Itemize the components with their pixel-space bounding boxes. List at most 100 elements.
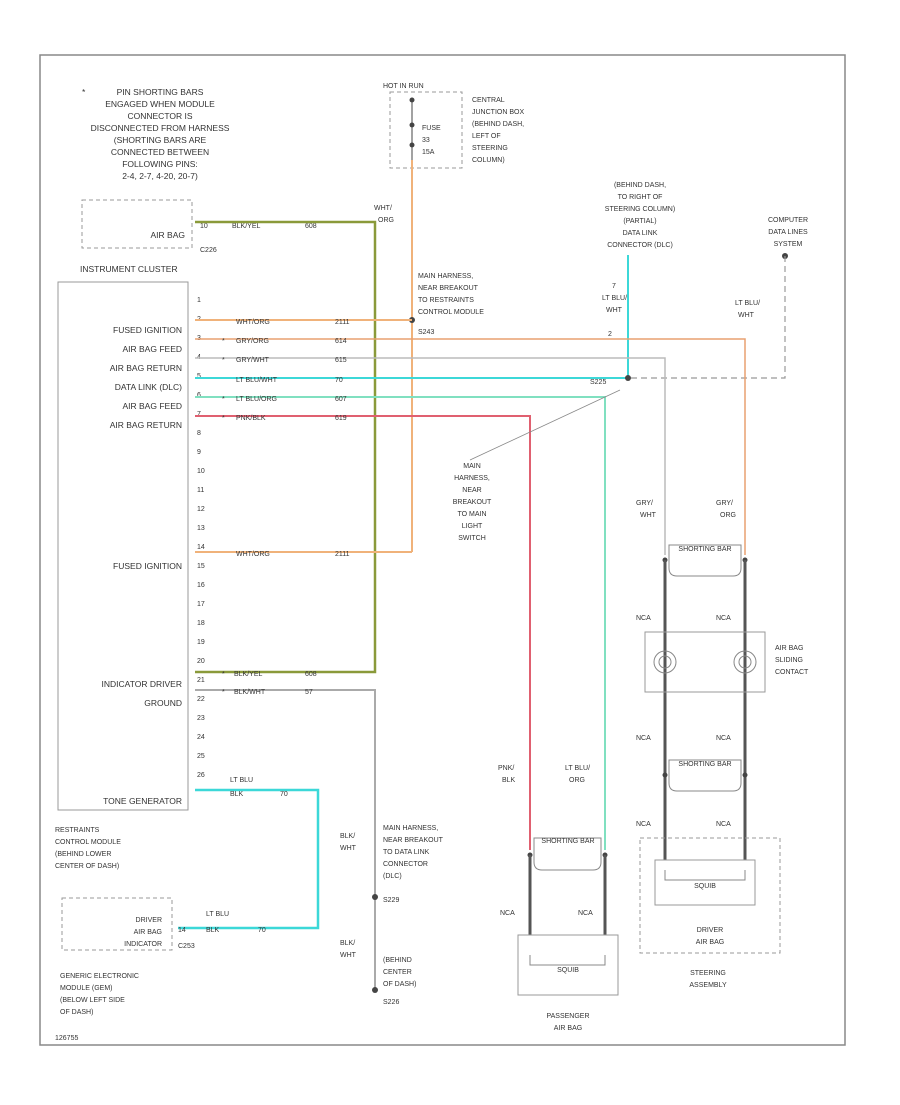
junction-box-label: COLUMN) <box>472 157 505 164</box>
passenger-air-bag <box>517 934 619 996</box>
pin-function-label: AIR BAG RETURN <box>110 363 182 373</box>
air-bag-sliding-contact <box>644 631 766 693</box>
wire-pin26 <box>178 788 320 930</box>
note-line: FOLLOWING PINS: <box>122 159 198 169</box>
wire-pin21 <box>195 689 376 990</box>
wire-mark: * <box>222 671 225 678</box>
circuit-label: 57 <box>305 689 313 696</box>
harness-label: CONNECTOR <box>383 861 428 868</box>
pin-number: 14 <box>197 544 205 551</box>
pin-function-label: FUSED IGNITION <box>113 561 182 571</box>
air-bag-label: AIR BAG <box>151 230 185 240</box>
note-line: ENGAGED WHEN MODULE <box>105 99 215 109</box>
circuit-label: 2111 <box>335 319 350 326</box>
component-label: SLIDING <box>775 657 803 664</box>
wire-label: NCA <box>716 735 731 742</box>
wire-olive-loop <box>195 220 377 674</box>
pin-function-label: TONE GENERATOR <box>103 796 182 806</box>
wire-color-label: BLK/WHT <box>234 689 266 696</box>
pin-number: 24 <box>197 734 205 741</box>
harness-label: BREAKOUT <box>453 499 492 506</box>
dlc-label: DATA LINK <box>623 230 658 237</box>
wire-label: NCA <box>636 821 651 828</box>
wire-label: LT BLU/ <box>735 300 760 307</box>
steering-shorting-bar-top <box>668 544 742 577</box>
driver-squib <box>664 870 746 881</box>
harness-label: LIGHT <box>462 523 483 530</box>
pin-number: 23 <box>197 715 205 722</box>
wire-label: WHT <box>606 307 623 314</box>
clockspring-contact <box>733 650 757 674</box>
wire-label: ORG <box>378 217 394 224</box>
gem-location-label: MODULE (GEM) <box>60 985 113 992</box>
module-location-label: CENTER OF DASH) <box>55 863 119 870</box>
wire-pin4 <box>195 357 666 555</box>
harness-label: CONTROL MODULE <box>418 309 484 316</box>
gem-label: AIR BAG <box>134 929 162 936</box>
note-marker: * <box>82 87 86 97</box>
pin-function-label: INDICATOR DRIVER <box>102 679 182 689</box>
wire-label: WHT <box>340 952 357 959</box>
leader-line <box>469 389 621 461</box>
pin-label: 2 <box>608 331 612 338</box>
diagram-id: 126755 <box>55 1035 78 1042</box>
harness-label: NEAR BREAKOUT <box>418 285 479 292</box>
harness-label: TO RESTRAINTS <box>418 297 474 304</box>
component-label: AIR BAG <box>775 645 803 652</box>
wire-pin2 <box>195 338 746 555</box>
terminal <box>742 772 748 778</box>
wire-color-label: WHT/ORG <box>236 319 270 326</box>
pin-number: 21 <box>197 677 205 684</box>
wire-label: NCA <box>500 910 515 917</box>
pin-number: 17 <box>197 601 205 608</box>
harness-label: (DLC) <box>383 873 402 880</box>
pin-label: 7 <box>612 283 616 290</box>
wire-color-label: BLK <box>206 927 220 934</box>
circuit-label: 70 <box>335 377 343 384</box>
gem-label: INDICATOR <box>124 941 162 948</box>
module-location-label: RESTRAINTS <box>55 827 100 834</box>
dlc-label: CONNECTOR (DLC) <box>607 242 673 249</box>
wire-pin6 <box>195 396 606 850</box>
gem-location-label: GENERIC ELECTRONIC <box>60 973 139 980</box>
circuit-label: 608 <box>305 671 317 678</box>
pin-number: 10 <box>197 468 205 475</box>
pin-shorting-note: * PIN SHORTING BARS ENGAGED WHEN MODULE … <box>82 87 230 181</box>
wire-label: BLK <box>502 777 516 784</box>
note-line: CONNECTOR IS <box>127 111 192 121</box>
junction-box-label: STEERING <box>472 145 508 152</box>
circuit-label: 614 <box>335 338 347 345</box>
computer-lines-label: DATA LINES <box>768 229 808 236</box>
pin-number: 20 <box>197 658 205 665</box>
wire-color-label: WHT/ORG <box>236 551 270 558</box>
pin-number: 19 <box>197 639 205 646</box>
splice-s225 <box>625 375 631 381</box>
pin-number: 1 <box>197 297 201 304</box>
component-label: STEERING <box>690 970 726 977</box>
module-pins: 1234567891011121314151617181920212223242… <box>197 297 205 779</box>
ground-g203 <box>372 987 378 993</box>
dlc-label: STEERING COLUMN) <box>605 206 675 213</box>
clockspring-contact-inner <box>738 655 752 669</box>
pin-function-label: DATA LINK (DLC) <box>115 382 182 392</box>
connector-label: C226 <box>200 247 217 254</box>
shorting-bar-label: SHORTING BAR <box>541 838 594 845</box>
component-label: DRIVER <box>697 927 723 934</box>
pin-number: 25 <box>197 753 205 760</box>
pin-function-label: GROUND <box>144 698 182 708</box>
wire-mark: * <box>222 338 225 345</box>
gem-location-label: (BELOW LEFT SIDE <box>60 997 125 1004</box>
wire-pin7 <box>195 415 531 850</box>
shorting-bar-label: SHORTING BAR <box>678 546 731 553</box>
pin-number: 18 <box>197 620 205 627</box>
harness-label: MAIN HARNESS, <box>383 825 438 832</box>
wire-color-label: LT BLU <box>206 911 229 918</box>
diagram-border <box>39 54 846 1046</box>
harness-label: NEAR BREAKOUT <box>383 837 444 844</box>
computer-lines-label: SYSTEM <box>774 241 803 248</box>
note-line: (SHORTING BARS ARE <box>114 135 207 145</box>
pin-number: 9 <box>197 449 201 456</box>
wire-label: BLK/ <box>340 833 355 840</box>
generic-electronic-module <box>61 897 173 951</box>
